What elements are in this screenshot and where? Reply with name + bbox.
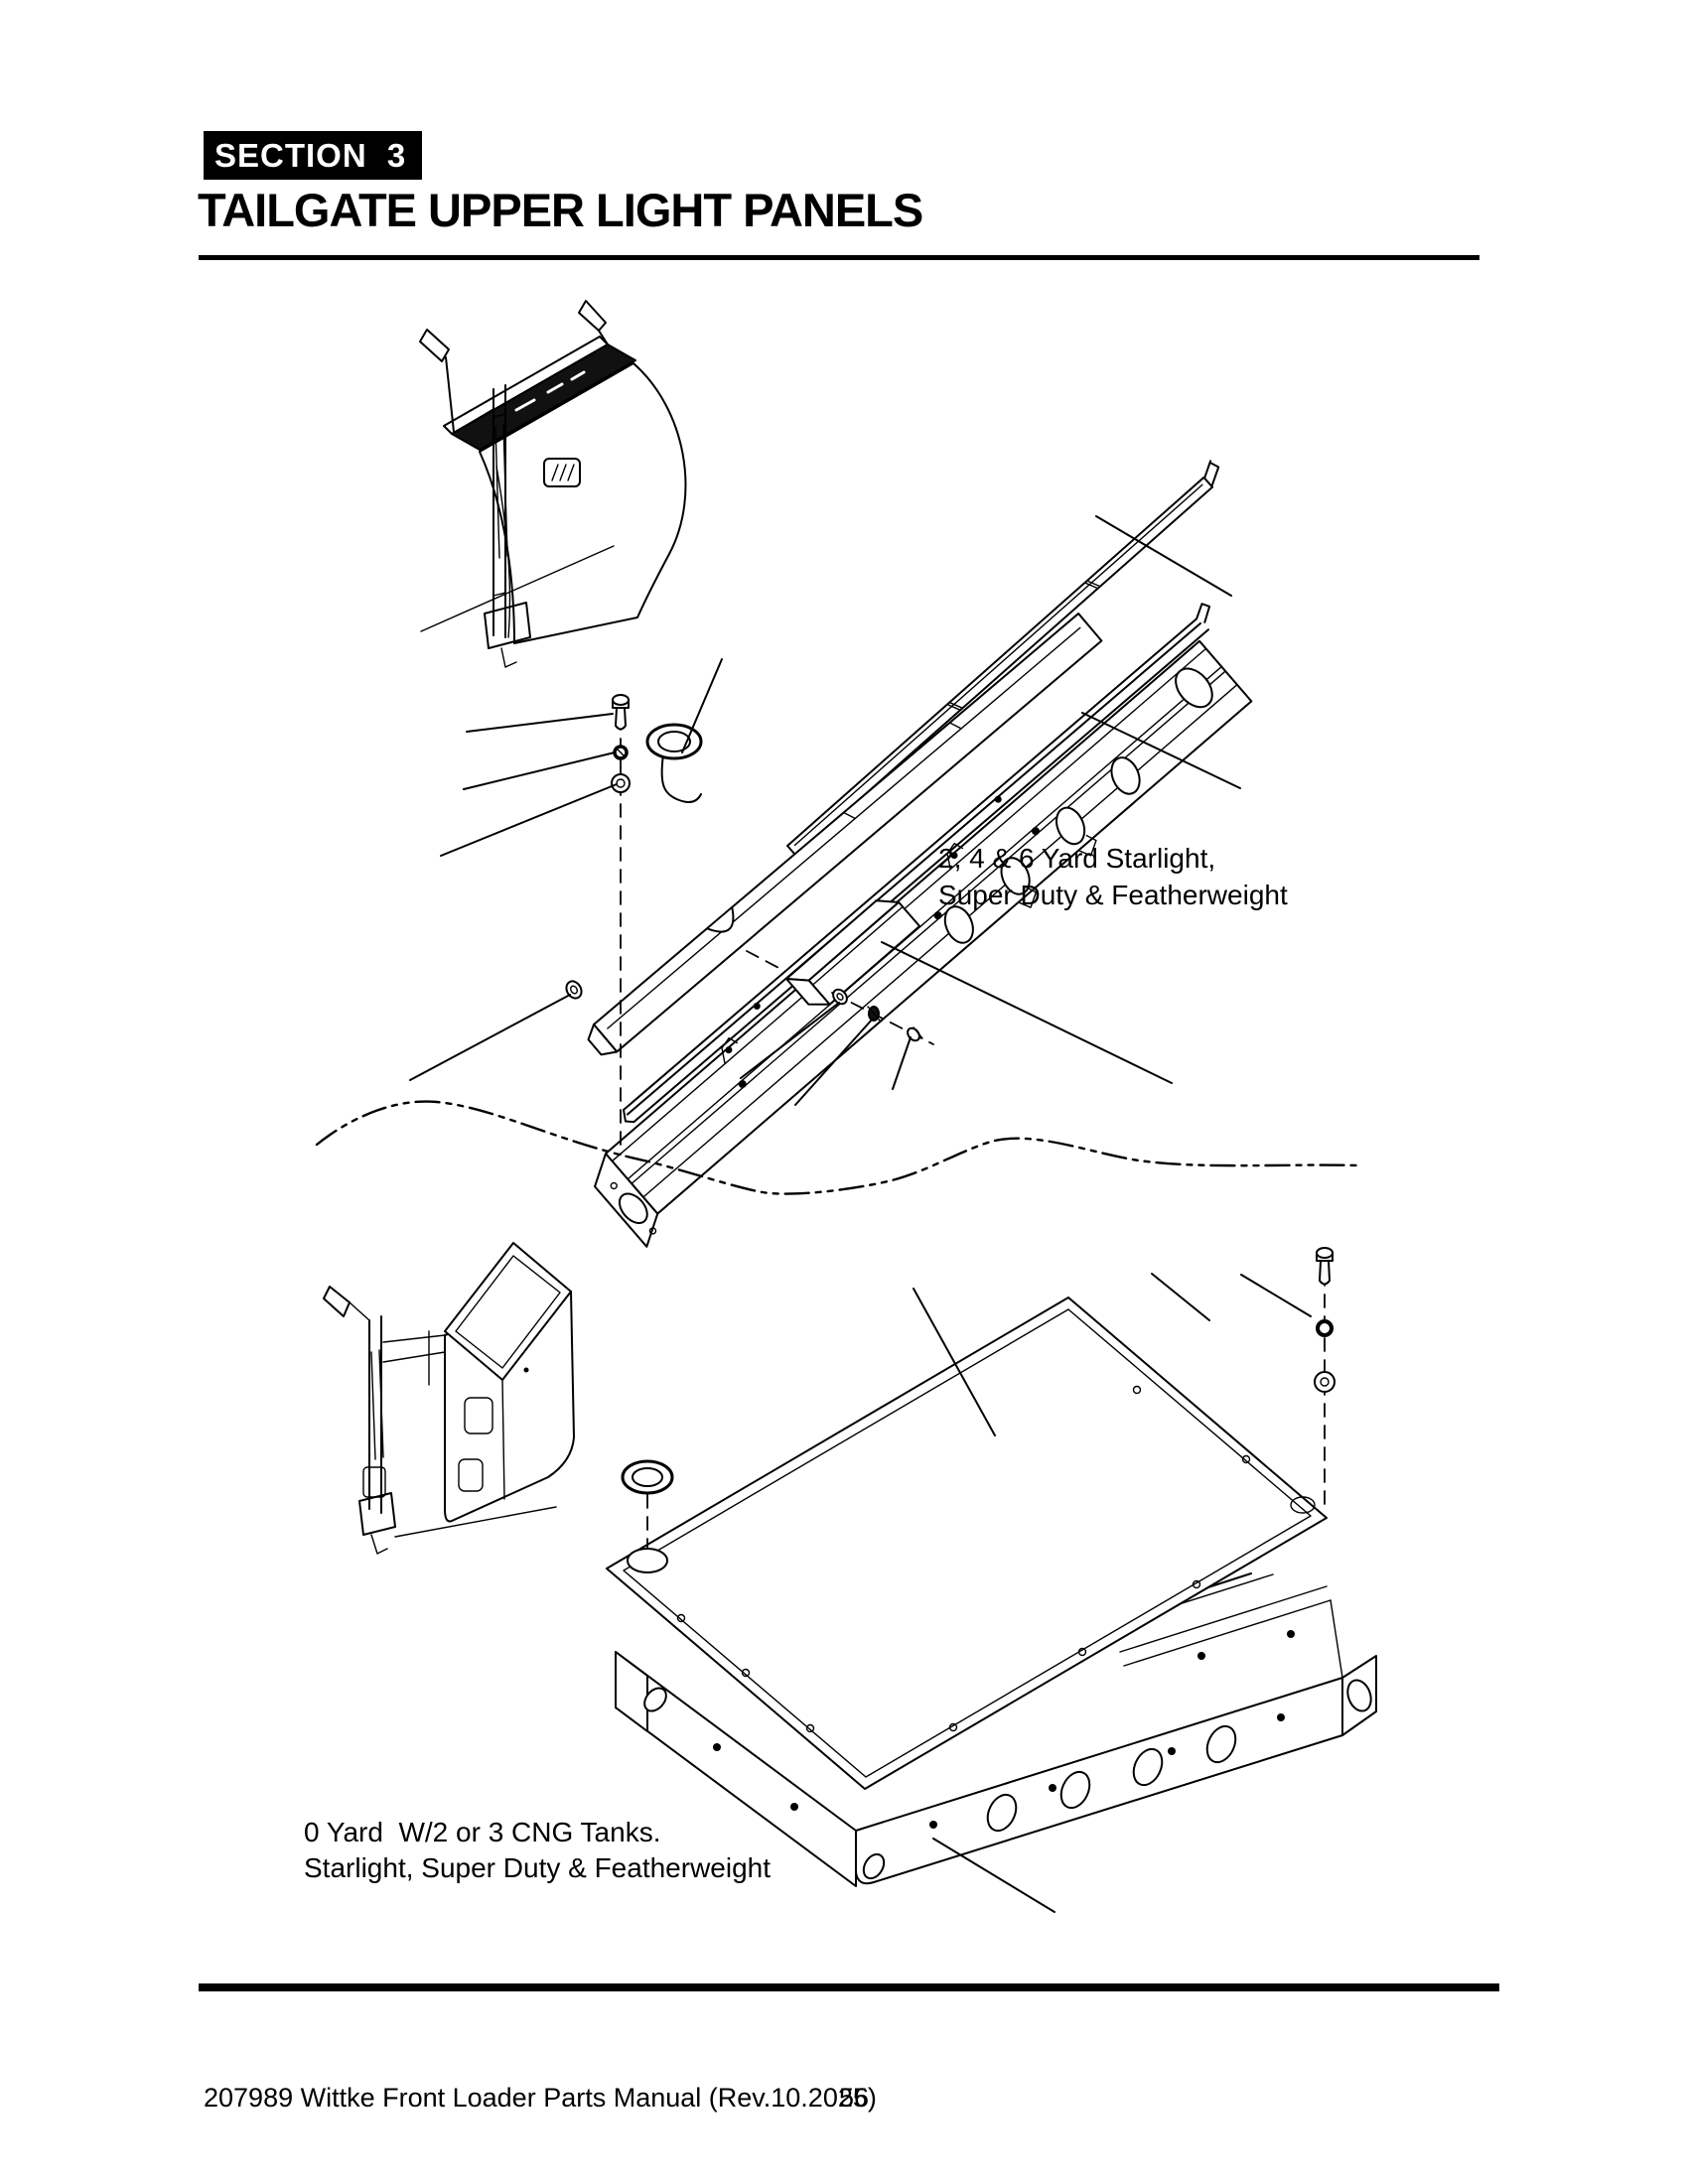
grommet-drawing [645, 723, 703, 803]
screw-drawing-lower [1316, 1247, 1334, 1286]
lock-washer-drawing [613, 745, 629, 760]
retainer-strip-drawing [786, 460, 1220, 857]
fastener-stack-drawing-lower [1314, 1247, 1336, 1510]
upper-figure-caption: 2, 4 & 6 Yard Starlight, Super Duty & Fe… [938, 843, 1288, 910]
bracket-washer-drawing [832, 988, 848, 1006]
bracket-screw-drawing [867, 1006, 881, 1022]
flat-washer-drawing-lower [1314, 1371, 1336, 1393]
cover-panel-drawing [606, 1297, 1328, 1790]
section-badge: SECTION 3 [204, 131, 423, 180]
footer-rule [199, 1983, 1499, 1991]
footer-page-number: 56 [839, 2083, 870, 2113]
flat-washer-drawing [611, 773, 631, 793]
page-title: TAILGATE UPPER LIGHT PANELS [198, 184, 923, 236]
tailgate-reference-box-drawing [323, 1242, 575, 1555]
footer-manual-ref: 207989 Wittke Front Loader Parts Manual … [204, 2083, 877, 2113]
lower-leader-lines [913, 1273, 1312, 1913]
title-rule [199, 255, 1479, 260]
grommet-drawing-lower [621, 1459, 674, 1550]
light-panel-channel-drawing [594, 639, 1253, 1248]
lower-exploded-diagram [323, 1242, 1377, 1913]
upper-exploded-diagram [409, 300, 1253, 1248]
fastener-stack-drawing [565, 694, 631, 1156]
bracket-pin-drawing [907, 1026, 923, 1042]
upper-leader-lines [409, 515, 1241, 1106]
mounting-strip-drawing [587, 613, 1103, 1056]
bracket-channel-drawing [785, 899, 921, 1006]
tailgate-reference-curved-drawing [419, 300, 687, 668]
lower-figure-caption: 0 Yard W/2 or 3 CNG Tanks. Starlight, Su… [304, 1817, 772, 1883]
section-separator-wavy-line [315, 1100, 1358, 1195]
screw-drawing [612, 694, 630, 731]
lock-washer-drawing-lower [1316, 1319, 1334, 1337]
